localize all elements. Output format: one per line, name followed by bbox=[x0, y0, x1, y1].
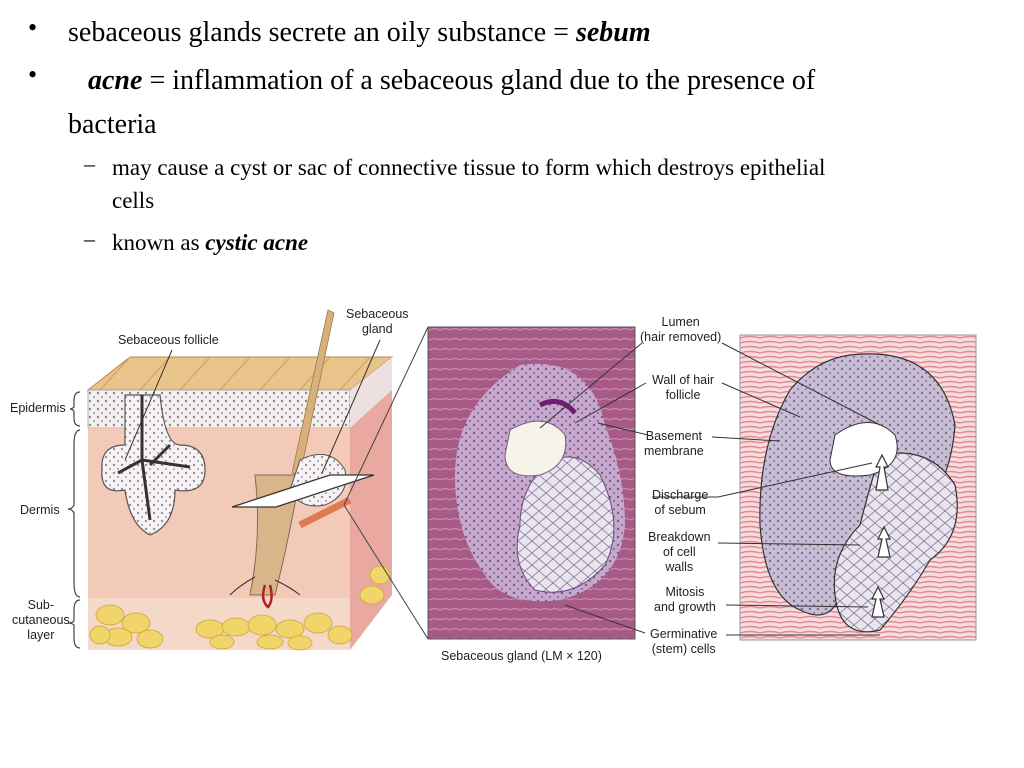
label-wall-of-hair-follicle: Wall of hair follicle bbox=[652, 373, 715, 402]
subbullet-text: known as bbox=[112, 230, 206, 255]
label-sebaceous-gland: Sebaceous gland bbox=[346, 307, 409, 336]
label-basement-membrane: Basement membrane bbox=[644, 429, 704, 458]
figure-illustration bbox=[67, 309, 977, 651]
label-dermis: Dermis bbox=[20, 503, 60, 517]
dash-marker: – bbox=[84, 151, 95, 176]
bullet-marker: • bbox=[28, 13, 38, 42]
bullet-marker: • bbox=[28, 60, 38, 89]
subbullet-cyst-line1: may cause a cyst or sac of connective ti… bbox=[112, 155, 826, 180]
bullet-acne-line2: bacteria bbox=[68, 109, 157, 140]
micrograph-caption: Sebaceous gland (LM × 120) bbox=[441, 649, 602, 663]
sebaceous-gland-figure: Sebaceous follicle Sebaceous gland Epide… bbox=[0, 295, 1024, 675]
label-lumen: Lumen (hair removed) bbox=[640, 315, 722, 344]
skin-block bbox=[67, 309, 394, 651]
label-mitosis-and-growth: Mitosis and growth bbox=[654, 585, 716, 614]
bullet-text: sebaceous glands secrete an oily substan… bbox=[68, 17, 576, 48]
term-cystic-acne: cystic acne bbox=[205, 230, 309, 255]
gland-drawing bbox=[739, 334, 977, 641]
bullet-acne-line1: acne = inflammation of a sebaceous gland… bbox=[88, 59, 815, 103]
label-epidermis: Epidermis bbox=[10, 401, 66, 415]
term-acne: acne bbox=[88, 65, 143, 96]
label-subcutaneous-layer: Sub- cutaneous layer bbox=[12, 598, 70, 642]
label-germinative-stem-cells: Germinative (stem) cells bbox=[650, 627, 718, 656]
micrograph bbox=[427, 326, 636, 640]
label-breakdown-of-cell-walls: Breakdown of cell walls bbox=[648, 530, 711, 574]
bullet-sebum: sebaceous glands secrete an oily substan… bbox=[68, 11, 651, 55]
label-sebaceous-follicle: Sebaceous follicle bbox=[118, 333, 219, 347]
bullet-text: = inflammation of a sebaceous gland due … bbox=[142, 65, 816, 96]
subbullet-cyst-line2: cells bbox=[112, 188, 155, 213]
dash-marker: – bbox=[84, 226, 95, 251]
label-discharge-of-sebum: Discharge of sebum bbox=[652, 488, 709, 517]
leader-lines bbox=[539, 342, 881, 636]
term-sebum: sebum bbox=[575, 17, 651, 48]
subbullet-cystic-acne: known as cystic acne bbox=[112, 226, 308, 259]
